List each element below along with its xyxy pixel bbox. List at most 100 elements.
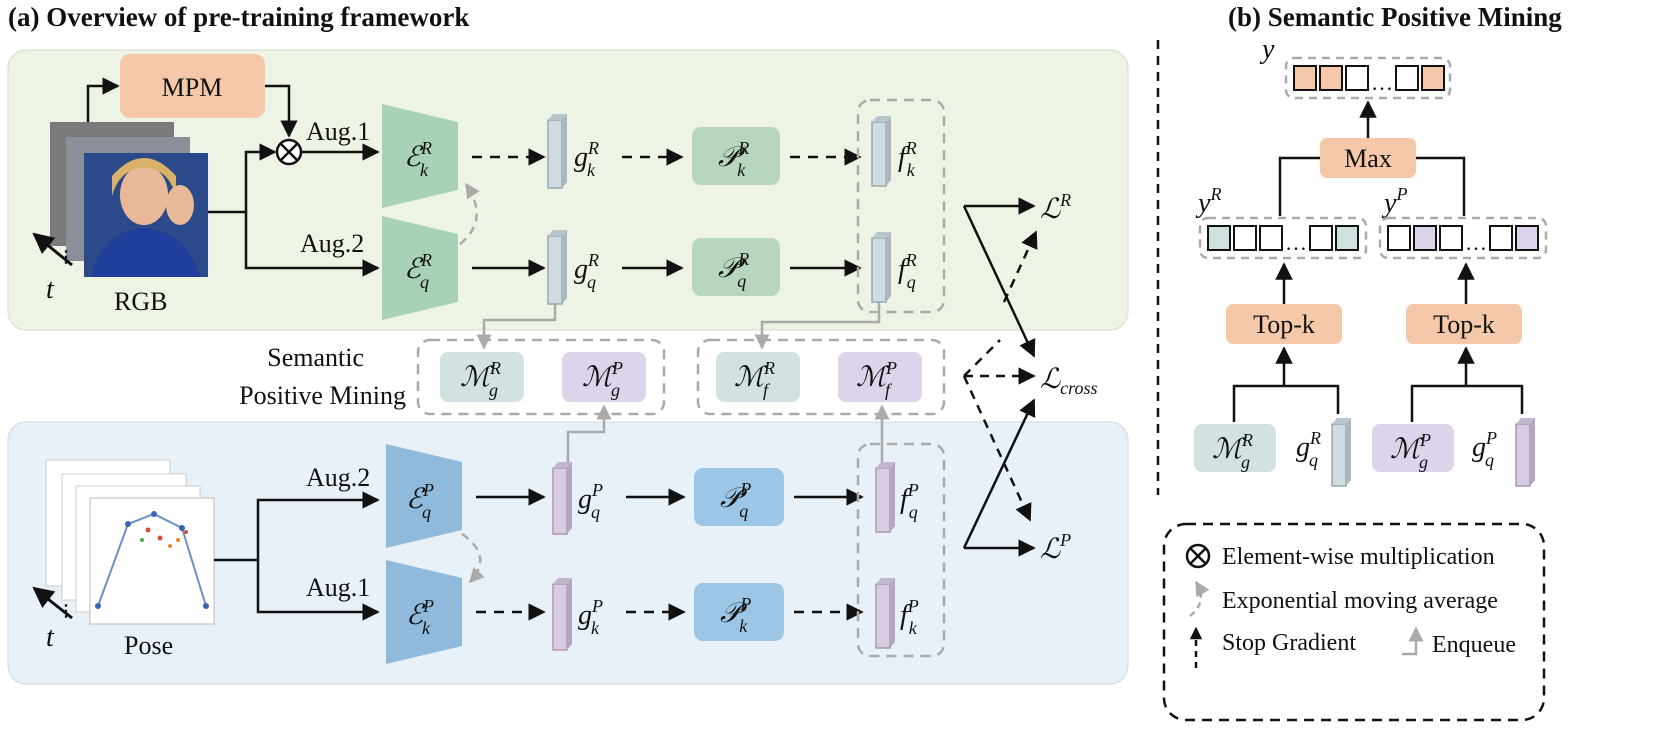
shirt-shape [92,228,200,277]
spm-y-ellipsis: … [1371,70,1393,95]
spm-y-cells [1293,65,1445,91]
spm-yr-cells [1207,225,1359,251]
spm-y-label: y [1259,34,1275,65]
pose-ema-arrow [461,532,485,584]
rgb-aug1-label: Aug.1 [306,117,370,146]
rgb-g-q-bar [547,230,567,305]
loss-cross-label: ℒcross [1040,364,1098,398]
multiply-circle [275,138,303,166]
rgb-f-q-bar [871,232,891,303]
topk-right-box [1406,304,1522,344]
pose-frames [45,459,215,625]
legend-enqueue-text: Enqueue [1432,632,1516,658]
pose-projector-k [694,583,784,641]
spm-memory-g-p [1372,424,1454,472]
title-spm: (b) Semantic Positive Mining [1228,2,1562,32]
pose-encoder-q [386,444,462,548]
pose-f-q-bar [875,462,895,533]
topk-left-box [1226,304,1342,344]
rgb-time-label: t [46,274,55,305]
mining-group-g [416,338,666,416]
pose-g-k-bar [552,578,572,651]
pose-split-up [214,491,380,562]
memory-g-r [440,352,524,402]
legend-ema-text: Exponential moving average [1222,588,1498,614]
pose-frame-front [89,497,215,625]
spm-yp-group [1378,216,1548,260]
yp-to-max-line [1416,156,1466,216]
spm-yp-ellipsis: … [1465,230,1487,255]
rgb-projector-q [692,238,780,296]
pose-split-down [256,560,380,621]
rgb-g-k-bar [547,114,567,189]
rgb-split-down [244,212,380,277]
cross-to-lp-dashed [962,375,1032,522]
rgb-split-up [208,143,277,214]
mpm-in-arrow [86,77,120,122]
memory-g-p [562,352,646,402]
rgb-aug2-label: Aug.2 [300,229,364,258]
rgb-encoder-q [382,216,458,320]
legend-stop-text: Stop Gradient [1222,630,1356,656]
memory-f-p [838,352,922,402]
cross-to-lr-dashed [1002,230,1038,303]
legend-mult-text: Element-wise multiplication [1222,544,1495,570]
topk-right-merge [1410,384,1524,422]
enqueue-f-r [754,302,881,350]
rgb-f-k-bar [871,116,891,187]
loss-p-to-cross [962,398,1036,549]
cross-dashed-up [963,339,1001,377]
legend-ema-icon [1189,580,1210,617]
mining-group-f [696,338,946,416]
spm-y-group [1284,56,1452,100]
topk-right-label: Top-k [1433,310,1495,339]
mining-label-2: Positive Mining [239,381,406,410]
spm-g-q-p-bar [1515,418,1535,487]
loss-r-label: ℒR [1040,190,1071,225]
pose-encoder-k [386,560,462,664]
pose-time-dots: ⋮ [58,603,74,620]
mining-label-1: Semantic [267,343,364,372]
rgb-encoder-k [382,104,458,208]
legend-multiply-icon [1185,543,1211,569]
spm-yr-group [1198,216,1368,260]
pose-f-group [856,442,946,658]
rgb-time-dots: ⋮ [58,249,74,266]
legend-enqueue-icon [1402,626,1424,656]
rgb-f-group [856,98,946,314]
topk-left-merge [1232,384,1340,422]
spm-yr-label: yR [1195,184,1221,219]
pose-time-arrow [32,586,73,620]
rgb-ema-arrow [459,182,480,245]
enqueue-g-p [566,404,612,462]
spm-g-q-r-bar [1331,418,1351,487]
yr-to-max-line [1278,156,1320,216]
memory-f-r [716,352,800,402]
rgb-projector-k [692,127,780,185]
legend-box [1162,522,1546,722]
title-overview: (a) Overview of pre-training framework [8,2,469,32]
topk-left-label: Top-k [1253,310,1315,339]
loss-p-label: ℒP [1040,530,1071,565]
max-box [1320,138,1416,178]
rgb-frames [50,122,208,277]
